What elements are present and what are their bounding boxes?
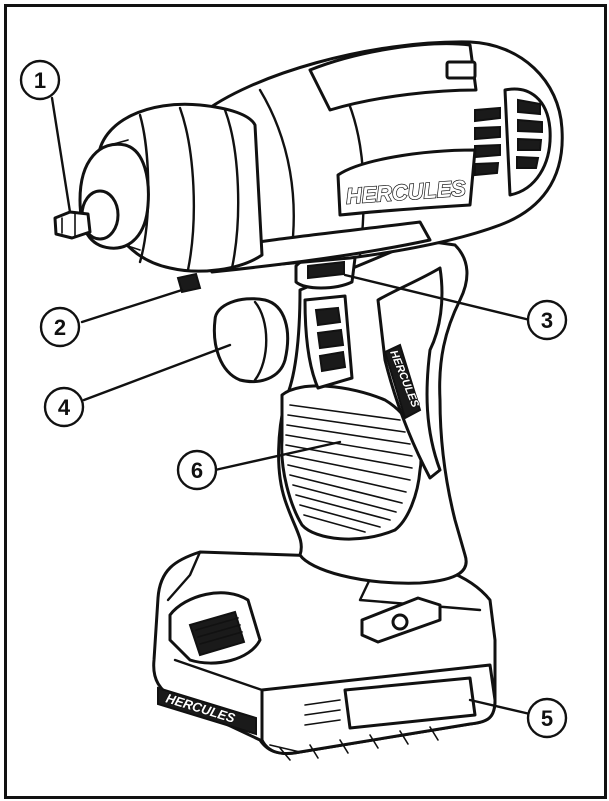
callout-1-label: 1 xyxy=(34,68,46,93)
motor-housing: HERCULES xyxy=(191,40,564,274)
callout-5-label: 5 xyxy=(541,706,553,731)
nose-cone xyxy=(53,102,264,294)
callout-6: 6 xyxy=(176,449,218,491)
callout-6-label: 6 xyxy=(191,458,203,483)
handle: HERCULES xyxy=(277,238,469,585)
callout-4-label: 4 xyxy=(58,395,71,420)
callout-3-label: 3 xyxy=(541,308,553,333)
figure-border xyxy=(4,4,607,799)
trigger xyxy=(212,297,290,384)
leader-lines xyxy=(50,96,532,716)
battery-pack: HERCULES xyxy=(152,550,497,761)
callout-3: 3 xyxy=(526,299,568,341)
callout-5: 5 xyxy=(526,697,568,739)
callout-1: 1 xyxy=(19,59,61,101)
callout-2: 2 xyxy=(39,306,81,348)
callout-4: 4 xyxy=(43,386,85,428)
callout-2-label: 2 xyxy=(54,315,66,340)
